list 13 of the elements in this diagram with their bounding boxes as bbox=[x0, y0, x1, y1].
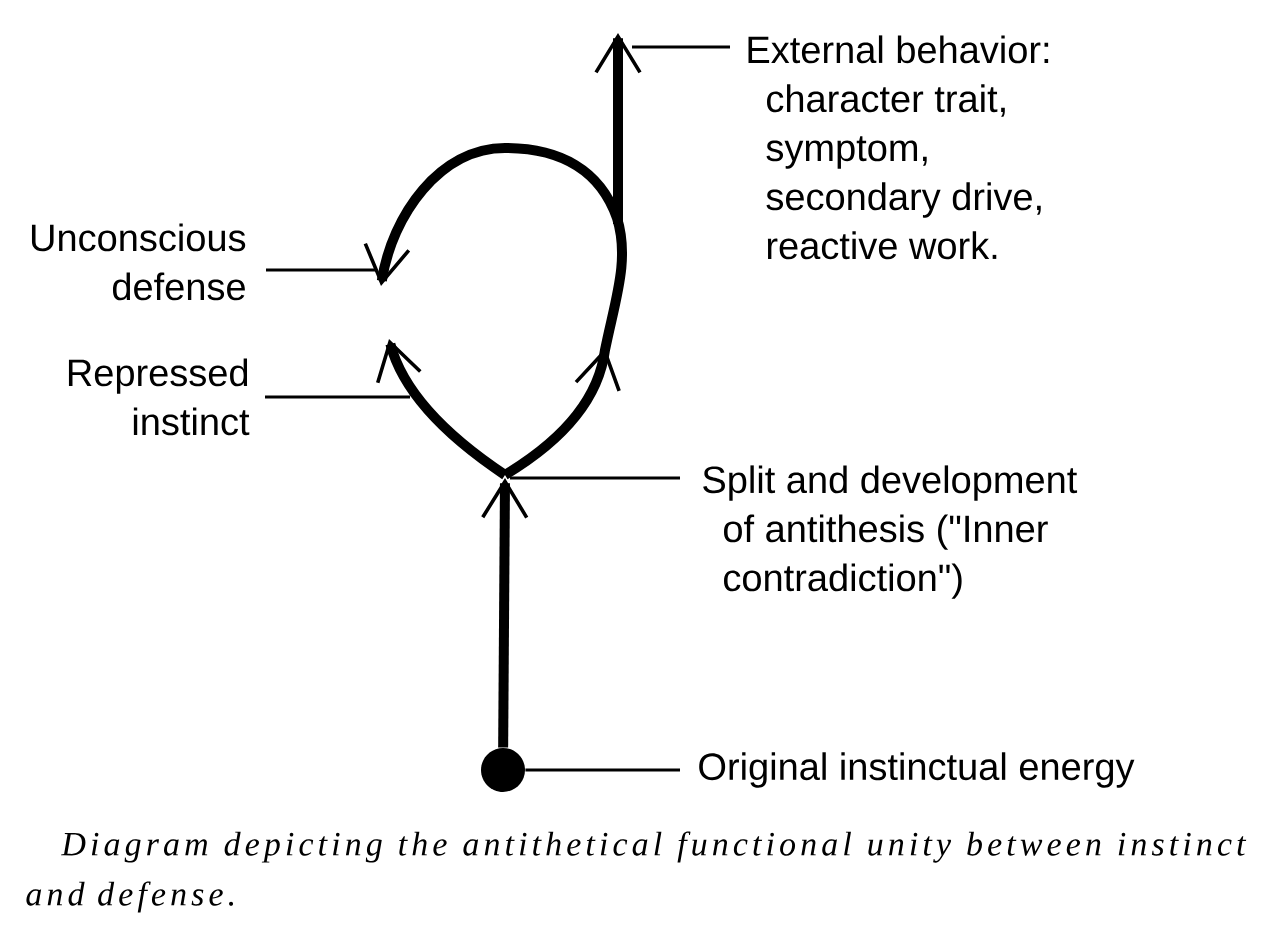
annotation: Split and development of antithesis ("Inner contradiction") bbox=[703, 465, 1078, 599]
leader-line bbox=[265, 395, 410, 399]
annotation: Repressed instinct bbox=[68, 358, 250, 436]
annotation: Unconscious defense bbox=[31, 223, 246, 301]
annotation: Original instinctual energy bbox=[699, 752, 1135, 788]
arrow bbox=[481, 477, 529, 748]
leader-line bbox=[266, 268, 376, 272]
leader-line bbox=[525, 768, 680, 772]
leader-line bbox=[632, 45, 730, 49]
caption: Diagram depicting the antithetical functional unity between instinct and defense. bbox=[26, 831, 1247, 913]
dot bbox=[481, 748, 525, 792]
leader-line bbox=[510, 476, 680, 480]
annotation: External behavior: character trait, symptom, secondary drive, reactive work. bbox=[748, 35, 1049, 260]
